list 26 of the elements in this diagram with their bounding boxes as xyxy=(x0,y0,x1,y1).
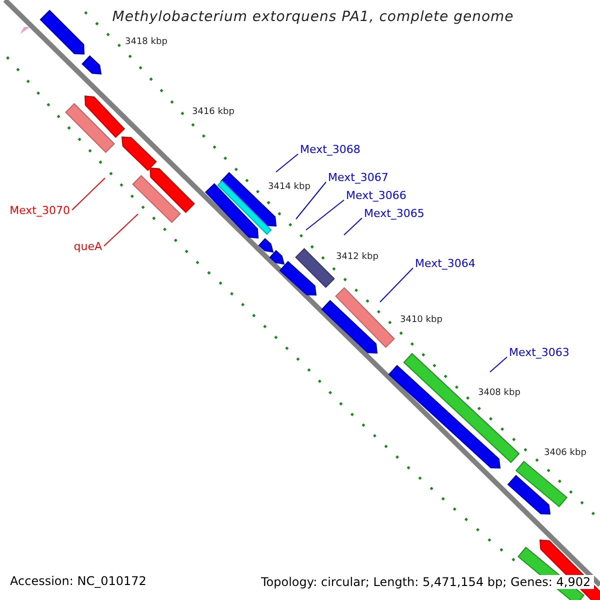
genome-stats-label: Topology: circular; Length: 5,471,154 bp; Genes: 4,902 xyxy=(258,575,594,590)
gene-label: Mext_3064 xyxy=(415,258,476,269)
leader-line xyxy=(380,268,414,302)
leader-line xyxy=(344,218,362,236)
leader-line xyxy=(490,356,508,372)
gene-label: Mext_3066 xyxy=(346,190,406,201)
gene-label: Mext_3065 xyxy=(364,208,424,219)
tick-label: 3412 kbp xyxy=(336,253,378,262)
map-title: Methylobacterium extorquens PA1, complete genome xyxy=(112,10,514,24)
tick-label: 3406 kbp xyxy=(544,449,586,458)
leader-line xyxy=(104,214,138,246)
tick-label: 3408 kbp xyxy=(478,389,520,398)
leader-line xyxy=(306,200,344,230)
leader-line xyxy=(296,182,326,220)
gene-label: queA xyxy=(74,240,102,252)
gene-label: Mext_3070 xyxy=(10,204,70,216)
gene-label: Mext_3068 xyxy=(300,144,360,155)
gene-label: Mext_3063 xyxy=(509,346,570,358)
tick-label: 3410 kbp xyxy=(400,316,442,326)
tick-label: 3418 kbp xyxy=(125,38,168,48)
accession-label: Accession: NC_010172 xyxy=(10,575,146,588)
leader-line xyxy=(72,178,106,210)
tick-label: 3414 kbp xyxy=(268,183,310,192)
gene-label: Mext_3067 xyxy=(328,172,388,183)
tick-label: 3416 kbp xyxy=(192,108,234,118)
leader-line xyxy=(276,154,298,172)
